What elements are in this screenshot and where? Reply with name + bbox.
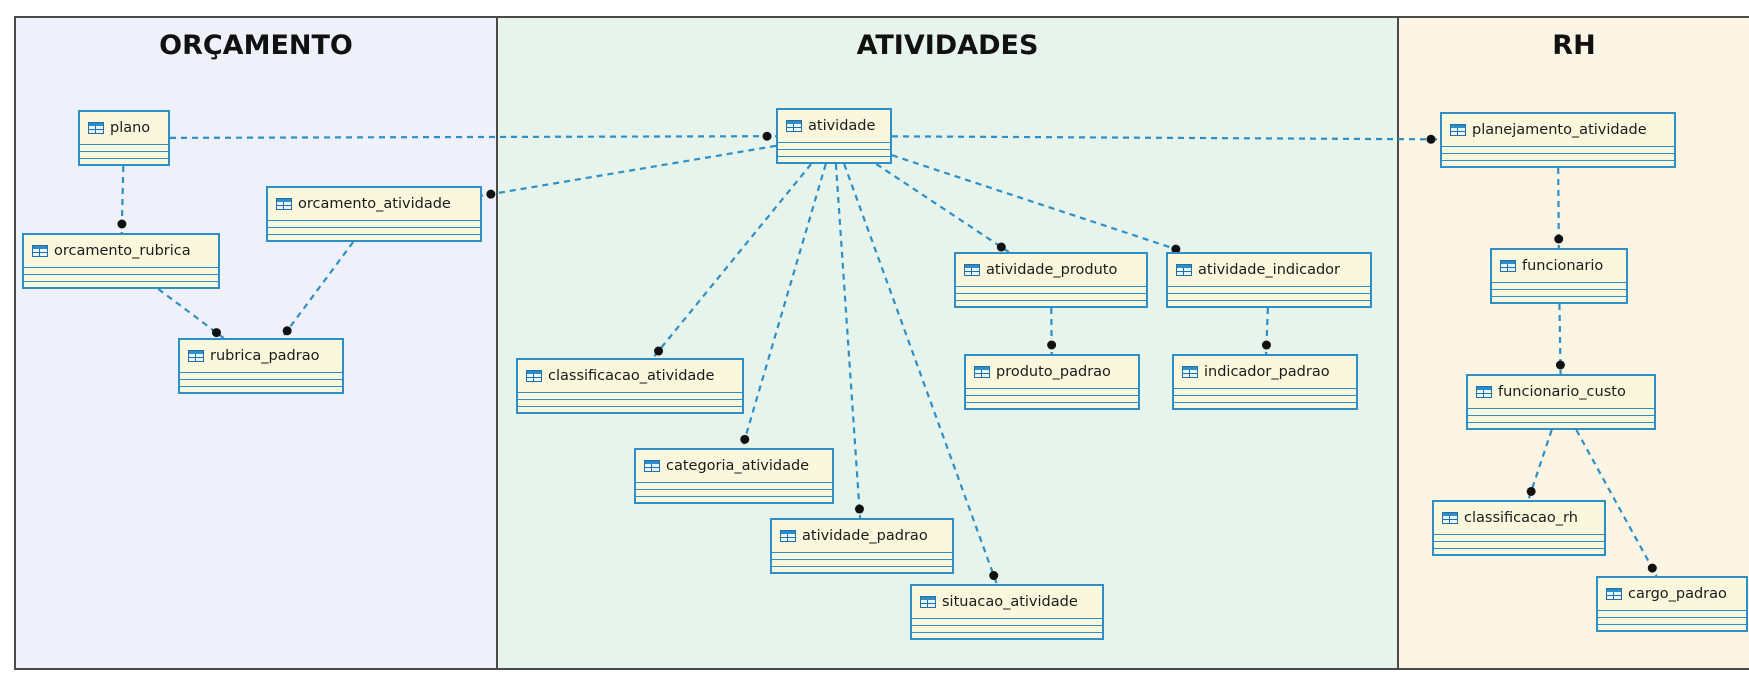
entity-label: atividade_produto bbox=[986, 262, 1118, 278]
relationship-endpoint bbox=[1555, 360, 1565, 370]
entity-label: atividade_indicador bbox=[1198, 262, 1341, 278]
relationship-line bbox=[481, 144, 777, 197]
entity-label: planejamento_atividade bbox=[1472, 122, 1647, 138]
entity-funcionario-custo[interactable]: funcionario_custo bbox=[1466, 374, 1656, 430]
table-icon bbox=[920, 596, 936, 608]
group-title-orcamento: ORÇAMENTO bbox=[159, 30, 353, 61]
table-icon bbox=[526, 370, 542, 382]
entity-cargo-padrao[interactable]: cargo_padrao bbox=[1596, 576, 1748, 632]
relationship-line bbox=[891, 154, 1185, 254]
group-title-atividades: ATIVIDADES bbox=[856, 30, 1039, 61]
entity-atividade-produto[interactable]: atividade_produto bbox=[954, 252, 1148, 308]
entity-label: situacao_atividade bbox=[942, 594, 1078, 610]
relationship-endpoint bbox=[989, 571, 999, 581]
entity-planejamento-atividade[interactable]: planejamento_atividade bbox=[1440, 112, 1676, 168]
entity-label: rubrica_padrao bbox=[210, 348, 320, 364]
entity-atividade-indicador[interactable]: atividade_indicador bbox=[1166, 252, 1372, 308]
relationship-line bbox=[651, 163, 813, 359]
table-icon bbox=[88, 122, 104, 134]
relationship-endpoint bbox=[486, 189, 496, 199]
relationship-endpoint bbox=[211, 328, 221, 338]
entity-situacao-atividade[interactable]: situacao_atividade bbox=[910, 584, 1104, 640]
table-icon bbox=[188, 350, 204, 362]
relationship-endpoint bbox=[117, 219, 127, 229]
entity-rubrica-padrao[interactable]: rubrica_padrao bbox=[178, 338, 344, 394]
relationship-line bbox=[834, 163, 862, 519]
relationship-endpoint bbox=[1647, 563, 1657, 573]
entity-atividade-padrao[interactable]: atividade_padrao bbox=[770, 518, 954, 574]
relationship-endpoint bbox=[740, 434, 750, 444]
table-icon bbox=[1442, 512, 1458, 524]
relationship-endpoint bbox=[282, 326, 292, 336]
relationship-endpoint bbox=[1426, 134, 1436, 144]
relationship-line bbox=[1575, 429, 1658, 577]
table-icon bbox=[786, 120, 802, 132]
relationship-endpoint bbox=[996, 242, 1006, 252]
relationship-endpoint bbox=[1047, 340, 1057, 350]
entity-label: cargo_padrao bbox=[1628, 586, 1727, 602]
entity-categoria-atividade[interactable]: categoria_atividade bbox=[634, 448, 834, 504]
relationship-endpoint bbox=[654, 346, 664, 356]
entity-label: produto_padrao bbox=[996, 364, 1111, 380]
entity-classificacao-rh[interactable]: classificacao_rh bbox=[1432, 500, 1606, 556]
entity-label: categoria_atividade bbox=[666, 458, 810, 474]
table-icon bbox=[32, 245, 48, 257]
entity-label: funcionario_custo bbox=[1498, 384, 1626, 400]
entity-plano[interactable]: plano bbox=[78, 110, 170, 166]
group-title-rh: RH bbox=[1552, 30, 1596, 61]
table-icon bbox=[276, 198, 292, 210]
table-icon bbox=[1476, 386, 1492, 398]
entity-label: orcamento_rubrica bbox=[54, 243, 191, 259]
entity-classificacao-atividade[interactable]: classificacao_atividade bbox=[516, 358, 744, 414]
table-icon bbox=[644, 460, 660, 472]
table-icon bbox=[1450, 124, 1466, 136]
relationship-endpoint bbox=[854, 504, 864, 514]
table-icon bbox=[1500, 260, 1516, 272]
relationship-line bbox=[741, 163, 827, 449]
relationship-line bbox=[1527, 429, 1553, 501]
entity-orcamento-atividade[interactable]: orcamento_atividade bbox=[266, 186, 482, 242]
table-icon bbox=[1182, 366, 1198, 378]
entity-label: plano bbox=[110, 120, 151, 136]
relationship-line bbox=[280, 241, 355, 339]
relationship-line bbox=[169, 135, 777, 139]
entity-atividade[interactable]: atividade bbox=[776, 108, 892, 164]
entity-funcionario[interactable]: funcionario bbox=[1490, 248, 1628, 304]
relationship-line bbox=[875, 163, 1010, 253]
entity-label: funcionario bbox=[1522, 258, 1604, 274]
entity-label: atividade bbox=[808, 118, 876, 134]
entity-label: classificacao_rh bbox=[1464, 510, 1578, 526]
entity-orcamento-rubrica[interactable]: orcamento_rubrica bbox=[22, 233, 220, 289]
entity-label: classificacao_atividade bbox=[548, 368, 715, 384]
table-icon bbox=[1176, 264, 1192, 276]
entity-indicador-padrao[interactable]: indicador_padrao bbox=[1172, 354, 1358, 410]
table-icon bbox=[780, 530, 796, 542]
relationship-line bbox=[157, 288, 225, 339]
relationship-endpoint bbox=[1526, 486, 1536, 496]
entity-label: orcamento_atividade bbox=[298, 196, 451, 212]
relationship-line bbox=[891, 135, 1441, 141]
table-icon bbox=[964, 264, 980, 276]
entity-produto-padrao[interactable]: produto_padrao bbox=[964, 354, 1140, 410]
table-icon bbox=[1606, 588, 1622, 600]
table-icon bbox=[974, 366, 990, 378]
relationship-endpoint bbox=[1261, 340, 1271, 350]
relationship-line bbox=[843, 163, 998, 585]
relationship-endpoint bbox=[1554, 234, 1564, 244]
relationship-endpoint bbox=[1171, 244, 1181, 254]
entity-label: indicador_padrao bbox=[1204, 364, 1330, 380]
entity-label: atividade_padrao bbox=[802, 528, 928, 544]
relationship-endpoint bbox=[762, 131, 772, 141]
